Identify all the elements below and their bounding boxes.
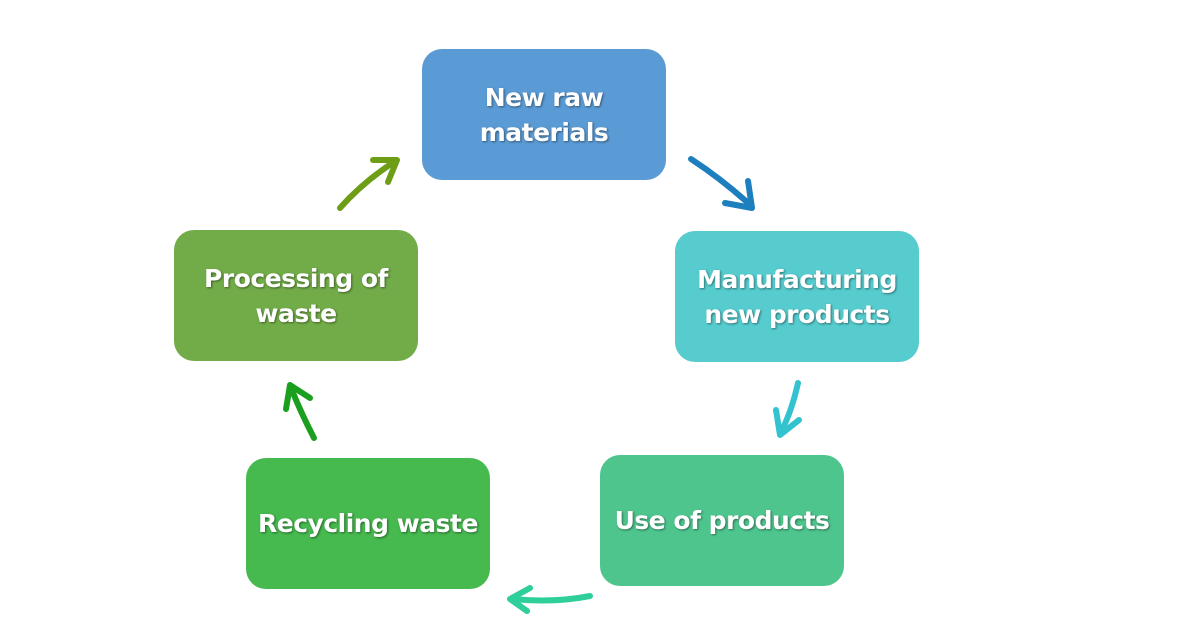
node-label: New raw materials: [480, 80, 609, 150]
arrow-processing-to-raw: [337, 157, 400, 211]
node-label-line: Processing of: [204, 263, 388, 293]
node-label-line: Manufacturing: [697, 264, 897, 294]
node-manufacturing-new-products: Manufacturing new products: [675, 231, 919, 362]
node-label-line: new products: [704, 299, 890, 329]
node-label-line: Recycling waste: [258, 509, 478, 538]
node-processing-of-waste: Processing of waste: [174, 230, 418, 361]
node-label-line: New raw: [484, 82, 604, 112]
node-use-of-products: Use of products: [600, 455, 844, 586]
arrow-recycling-to-processing: [283, 382, 317, 441]
node-label-line: Use of products: [614, 506, 830, 535]
arrow-manufacturing-to-use: [773, 380, 802, 438]
node-label: Use of products: [615, 503, 830, 538]
node-label: Manufacturing new products: [697, 262, 897, 332]
arrow-use-to-recycling: [507, 585, 593, 614]
node-recycling-waste: Recycling waste: [246, 458, 490, 589]
node-new-raw-materials: New raw materials: [422, 49, 666, 180]
arrow-raw-to-manufacturing: [688, 156, 755, 211]
node-label: Recycling waste: [258, 506, 478, 541]
node-label: Processing of waste: [204, 261, 388, 331]
node-label-line: materials: [479, 117, 609, 147]
node-label-line: waste: [255, 298, 337, 328]
